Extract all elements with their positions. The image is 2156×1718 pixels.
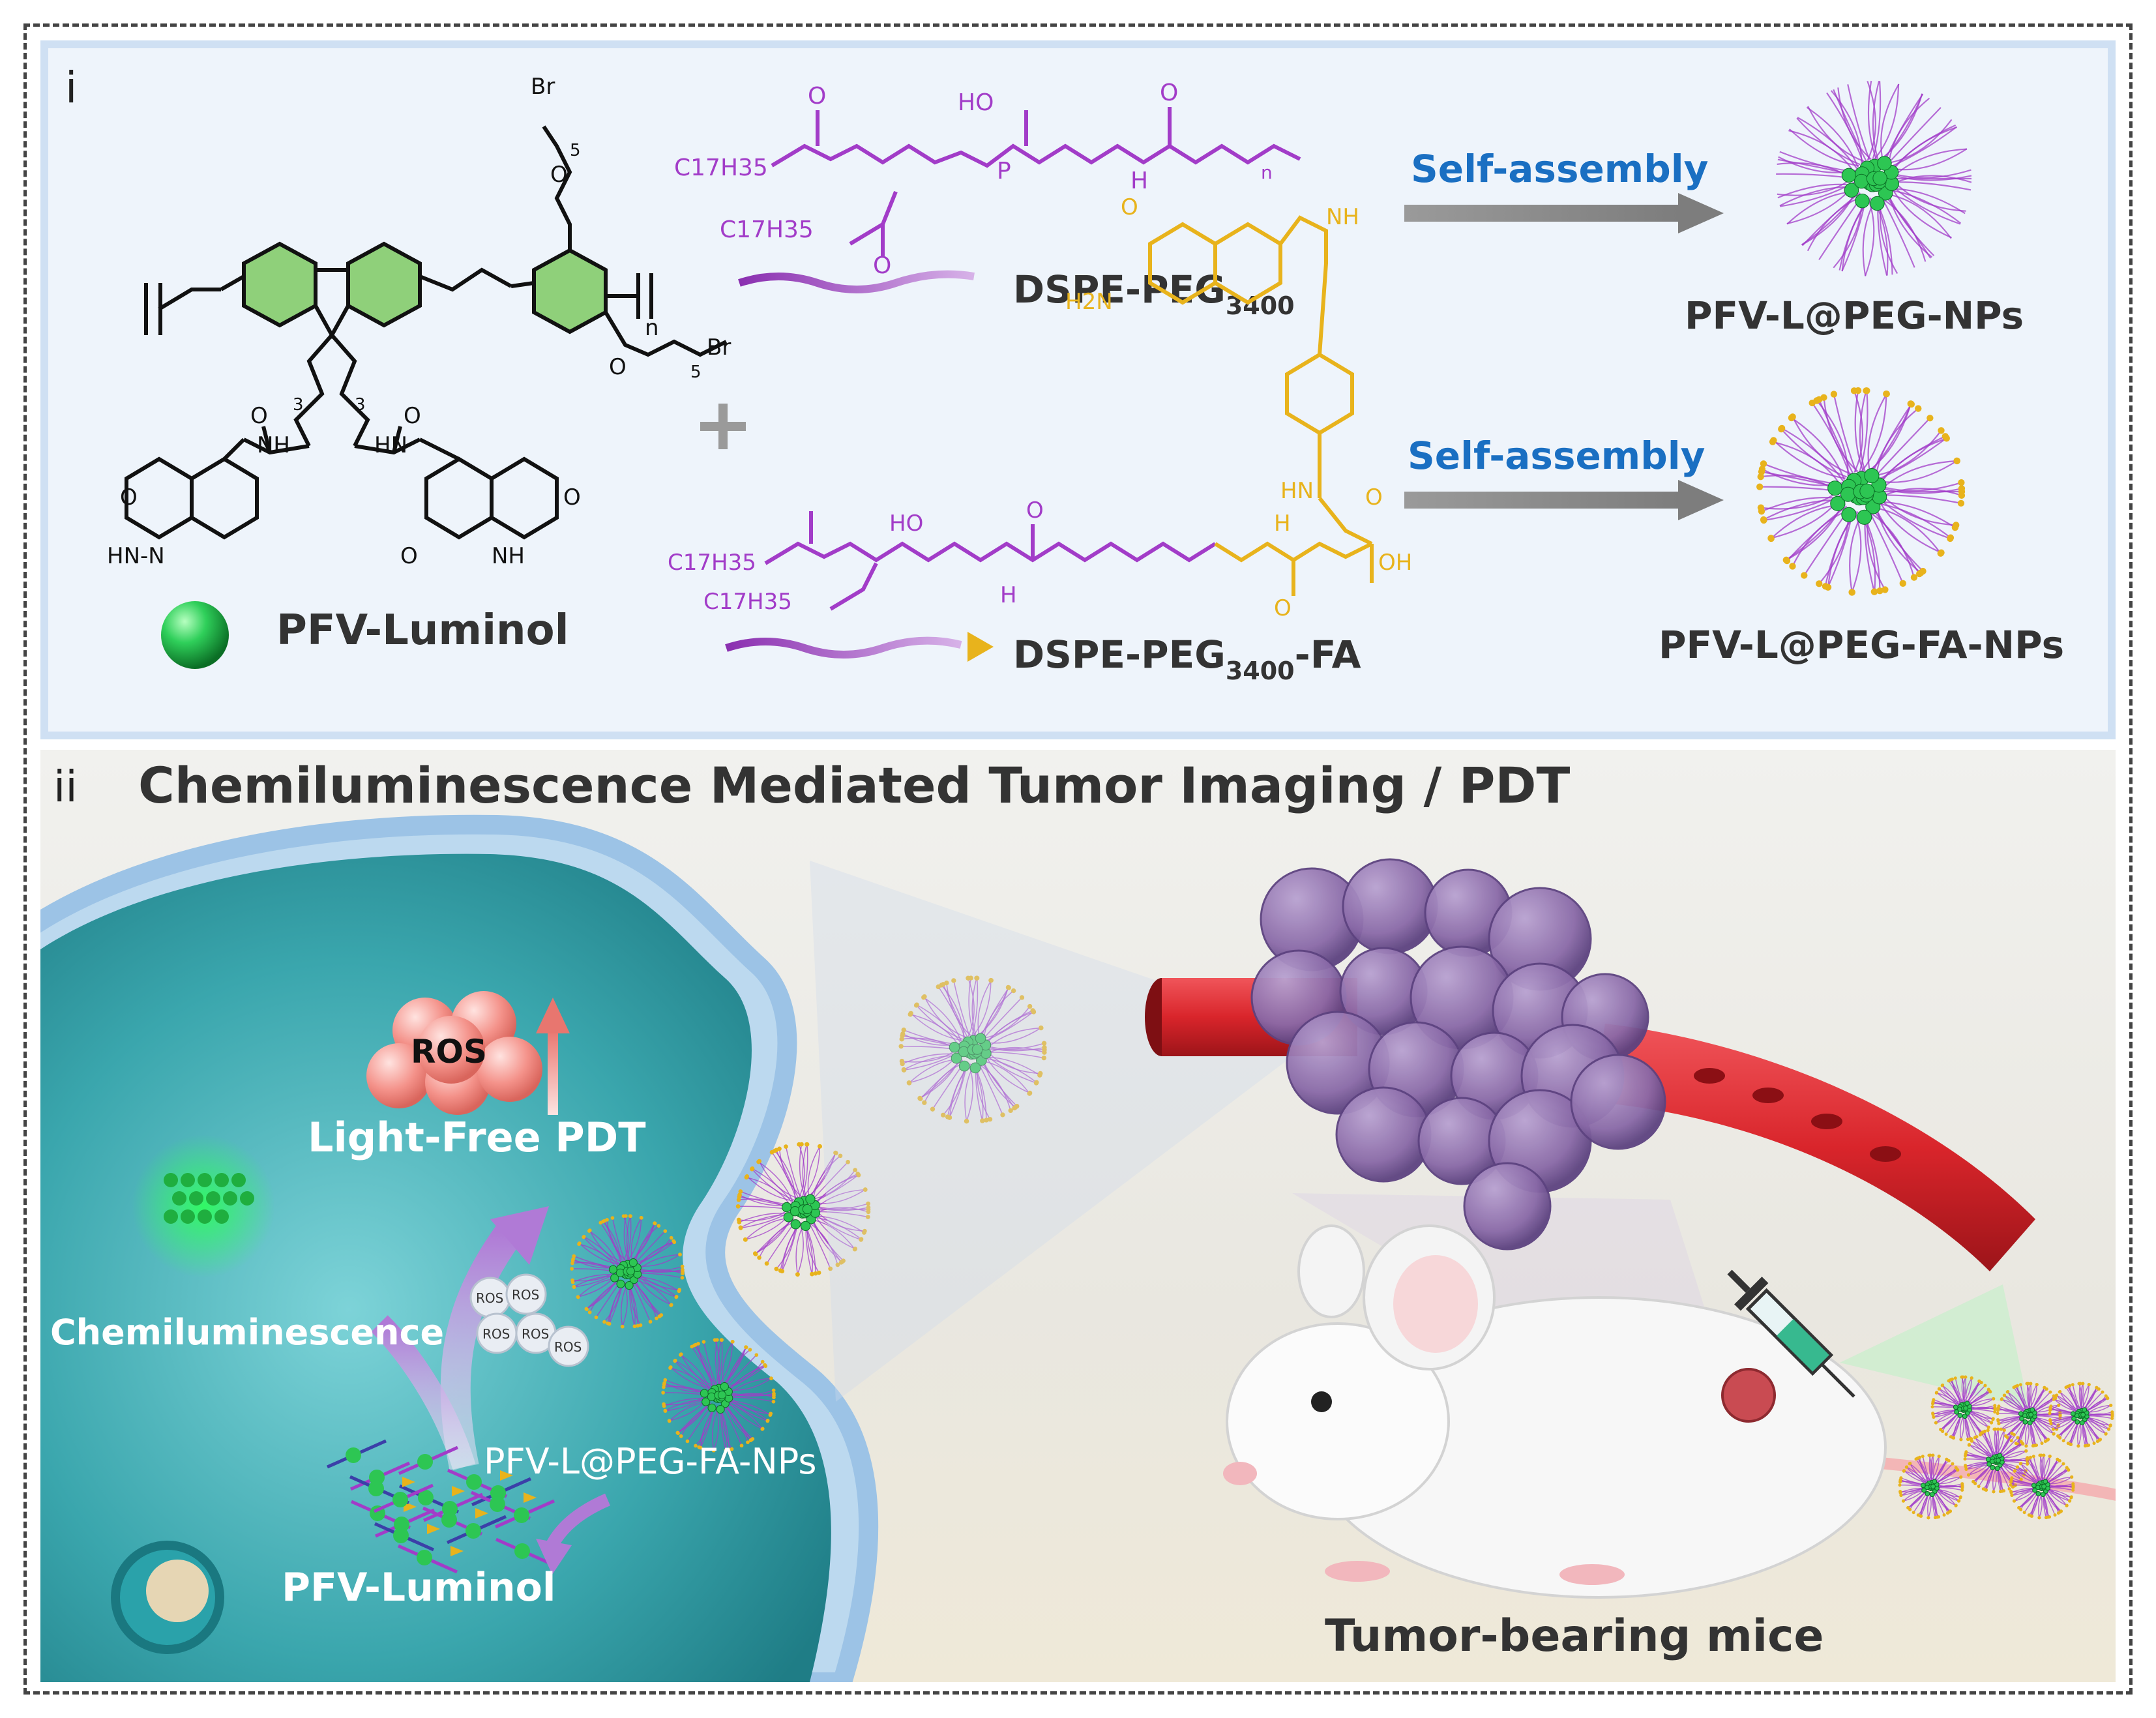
panel-i-label: i xyxy=(65,63,78,113)
release-arrowhead-icon xyxy=(536,1539,572,1575)
svg-text:NH: NH xyxy=(1326,204,1359,230)
np-label-cell: PFV-L@PEG-FA-NPs xyxy=(484,1441,817,1482)
atom-n: n xyxy=(645,315,659,341)
svg-text:H: H xyxy=(1000,582,1017,608)
tumor-mass xyxy=(1250,858,1666,1251)
dspe-peg-structure xyxy=(738,107,1301,293)
svg-text:O: O xyxy=(1026,497,1044,524)
atom-ho: HO xyxy=(958,89,994,116)
ros-label: ROS xyxy=(411,1033,487,1071)
pfv-luminol-label: PFV-Luminol xyxy=(276,606,569,655)
pfv-luminol-structure xyxy=(125,125,728,540)
atom-p: P xyxy=(997,158,1011,185)
dspe-peg-fa-label: DSPE-PEG3400-FA xyxy=(1013,632,1361,685)
chemiluminescence-label: Chemiluminescence xyxy=(50,1312,445,1353)
dashed-frame xyxy=(23,23,2133,1695)
svg-text:HO: HO xyxy=(889,511,923,537)
self-assembly-arrow-bottom xyxy=(1404,480,1724,520)
dspe-peg-fa-atom-labels: C17H35 C17H35 HO O H O H2N NH H O OH HN … xyxy=(668,194,1412,621)
atom-o: O xyxy=(609,354,627,380)
svg-text:ROS: ROS xyxy=(482,1326,510,1342)
np-circulating-icon xyxy=(898,975,1047,1124)
pfv-l-peg-np-icon xyxy=(1776,80,1972,276)
pfv-luminol-aggregate-icon xyxy=(326,1439,561,1574)
pfv-atom-labels: O Br Br O n NH HN O O O HN-N O NH O 3 3 … xyxy=(107,74,731,569)
sub-5: 5 xyxy=(690,363,701,382)
np-bottom-label: PFV-L@PEG-FA-NPs xyxy=(1659,623,2064,667)
plus-icon xyxy=(700,404,746,449)
sub-5: 5 xyxy=(570,141,581,160)
cancer-cell xyxy=(40,814,879,1682)
svg-text:DSPE-PEG3400-FA: DSPE-PEG3400-FA xyxy=(1013,632,1361,685)
dspe-peg-atom-labels: C17H35 C17H35 O HO P O H n O xyxy=(674,80,1273,279)
atom-o: O xyxy=(563,484,581,511)
atom-o: O xyxy=(404,403,421,429)
ros-small-bubbles: ROS ROS ROS ROS ROS xyxy=(469,1273,589,1367)
svg-text:ROS: ROS xyxy=(476,1290,503,1306)
panel-i-drawing: O Br Br O n NH HN O O O HN-N O NH O 3 3 … xyxy=(107,74,2064,685)
panel-ii-label: ii xyxy=(53,762,78,812)
atom-br: Br xyxy=(707,334,731,361)
svg-text:C17H35: C17H35 xyxy=(668,550,756,576)
sub-3: 3 xyxy=(293,395,304,415)
pfv-luminol-label-cell: PFV-Luminol xyxy=(282,1565,556,1610)
atom-nh: NH xyxy=(492,543,525,569)
pfv-luminol-sphere-icon xyxy=(161,601,229,669)
panel-ii-title: Chemiluminescence Mediated Tumor Imaging… xyxy=(138,756,1571,814)
atom-o: O xyxy=(1160,80,1178,106)
svg-text:OH: OH xyxy=(1378,550,1412,576)
chemiluminescent-dots xyxy=(164,1173,254,1224)
np-endocytosed-icon xyxy=(661,1338,776,1453)
mouse-illustration xyxy=(1223,1224,2116,1599)
svg-text:ROS: ROS xyxy=(522,1326,549,1342)
atom-o: O xyxy=(400,543,418,569)
ros-increase-arrow-icon xyxy=(536,998,570,1115)
np-at-membrane-icon xyxy=(735,1142,871,1277)
atom-c17h35: C17H35 xyxy=(720,216,814,243)
atom-o: O xyxy=(550,162,568,188)
ros-cluster-icon xyxy=(366,991,542,1115)
svg-text:H2N: H2N xyxy=(1065,289,1113,315)
svg-text:H: H xyxy=(1274,511,1291,537)
np-endocytosed-icon xyxy=(570,1214,685,1329)
atom-hn: HN-N xyxy=(107,543,165,569)
svg-text:O: O xyxy=(1365,484,1383,511)
atom-h: H xyxy=(1130,168,1148,194)
pfv-l-peg-fa-np-icon xyxy=(1756,387,1966,596)
energy-transfer-arrow-icon xyxy=(371,1206,549,1471)
atom-o: O xyxy=(808,83,826,110)
dspe-peg-label: DSPE-PEG3400 xyxy=(1013,267,1295,320)
self-assembly-label-bottom: Self-assembly xyxy=(1408,434,1705,478)
panel-i-synthesis: i xyxy=(40,40,2116,739)
atom-o: O xyxy=(250,403,268,429)
panel-ii-mechanism: ROS ROS ROS ROS ROS ROS xyxy=(40,750,2116,1682)
svg-text:ROS: ROS xyxy=(512,1287,539,1303)
atom-c17h35: C17H35 xyxy=(674,155,768,181)
svg-text:DSPE-PEG3400: DSPE-PEG3400 xyxy=(1013,267,1295,320)
svg-text:HN: HN xyxy=(1280,478,1314,504)
panel-ii-drawing: ROS ROS ROS ROS ROS ROS xyxy=(40,814,2116,1682)
self-assembly-arrow-top xyxy=(1404,193,1724,233)
svg-text:O: O xyxy=(1121,194,1138,220)
atom-n: n xyxy=(1261,162,1273,183)
sub-3: 3 xyxy=(355,395,366,415)
atom-o: O xyxy=(120,484,138,511)
atom-nh: NH xyxy=(257,432,290,458)
atom-br: Br xyxy=(531,74,555,100)
self-assembly-label-top: Self-assembly xyxy=(1411,147,1708,191)
tumor-bearing-mice-label: Tumor-bearing mice xyxy=(1325,1610,1824,1662)
atom-o: O xyxy=(873,252,891,279)
dspe-peg-fa-structure xyxy=(725,215,1374,662)
svg-text:C17H35: C17H35 xyxy=(703,589,792,615)
atom-hn: HN xyxy=(374,432,407,458)
svg-text:O: O xyxy=(1274,595,1292,621)
light-free-pdt-label: Light-Free PDT xyxy=(308,1114,646,1161)
svg-text:ROS: ROS xyxy=(554,1339,582,1355)
injected-np-cloud xyxy=(1898,1375,2114,1520)
np-top-label: PFV-L@PEG-NPs xyxy=(1685,293,2024,338)
